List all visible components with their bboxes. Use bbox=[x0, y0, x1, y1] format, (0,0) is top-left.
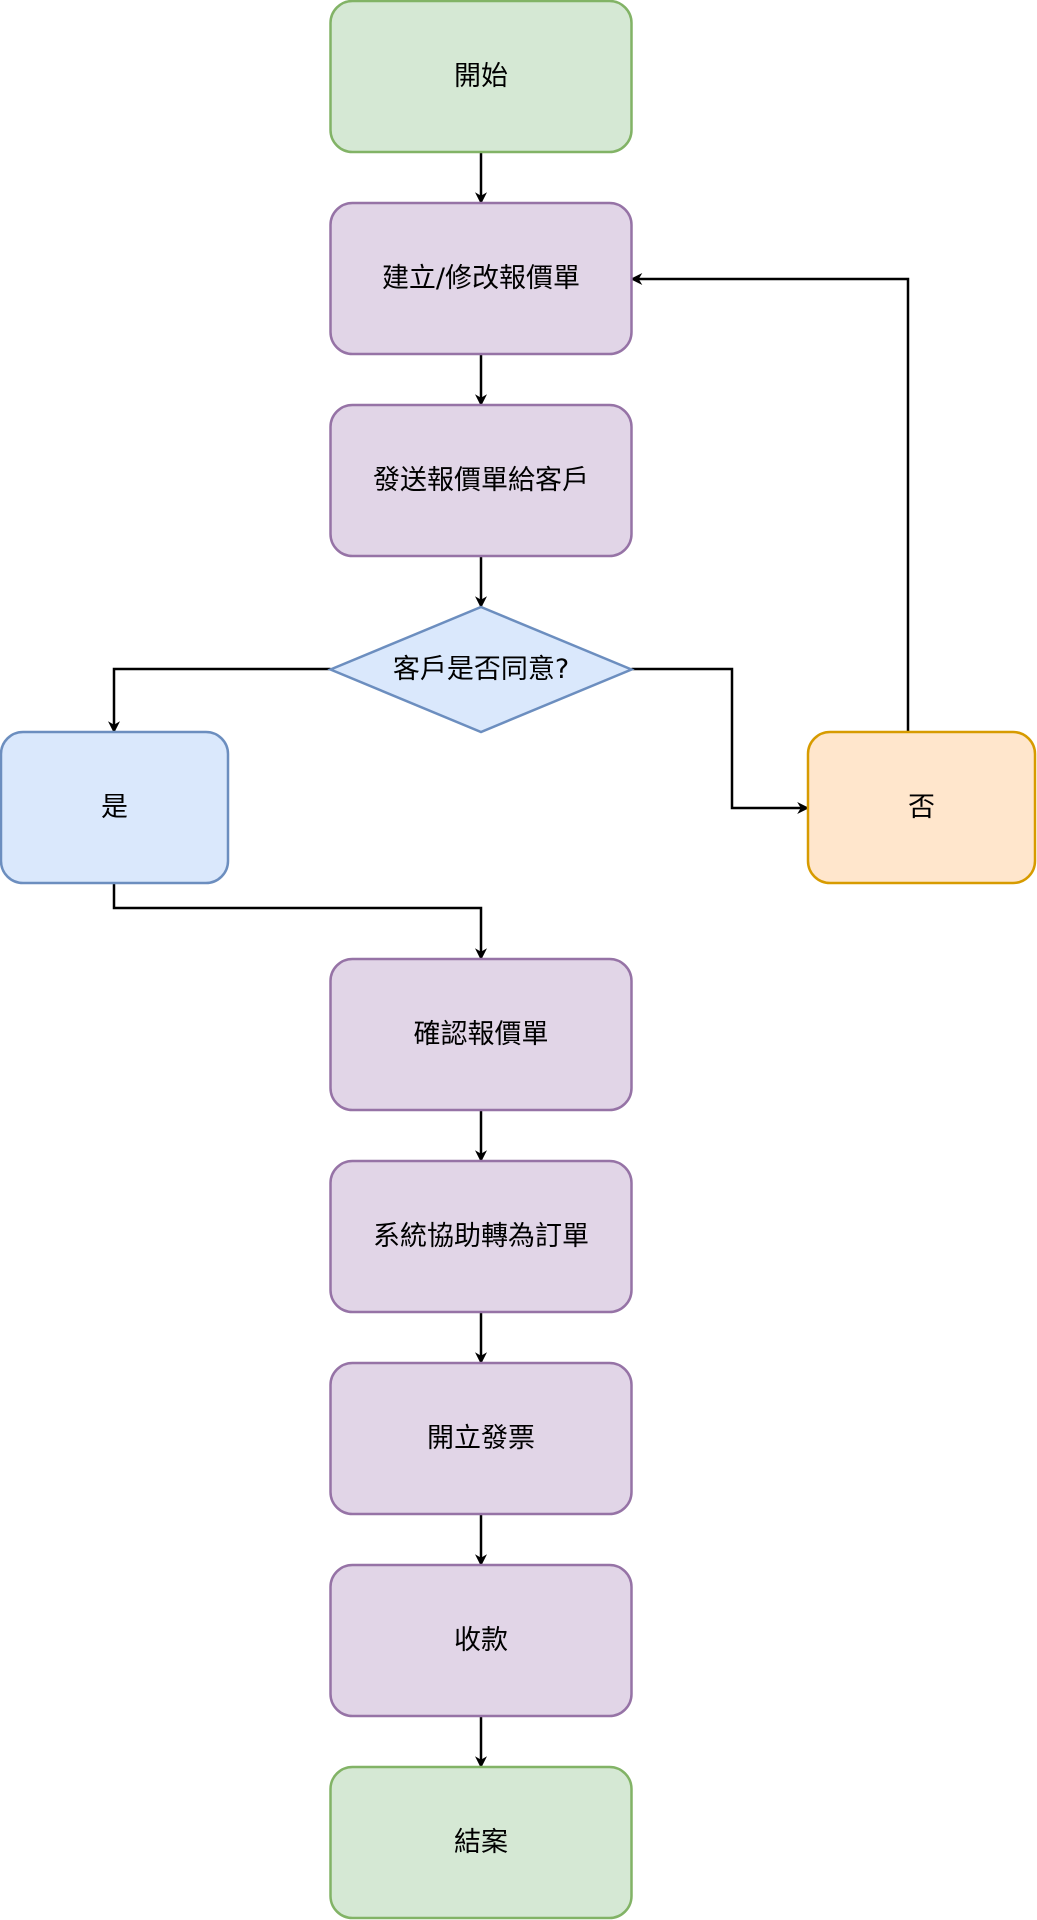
node-start[interactable]: 開始 bbox=[329, 0, 633, 154]
node-yes[interactable]: 是 bbox=[0, 730, 230, 885]
node-label: 開立發票 bbox=[427, 1423, 535, 1454]
terminal-box bbox=[329, 0, 633, 154]
process-box bbox=[329, 1361, 633, 1516]
node-create[interactable]: 建立/修改報價單 bbox=[329, 201, 633, 356]
decision-diamond bbox=[327, 605, 635, 734]
terminal-box bbox=[329, 1765, 633, 1920]
node-label: 否 bbox=[908, 792, 935, 823]
node-convert[interactable]: 系統協助轉為訂單 bbox=[329, 1159, 633, 1314]
edge-no-to-create bbox=[630, 273, 910, 732]
node-label: 結案 bbox=[454, 1827, 508, 1858]
node-end[interactable]: 結案 bbox=[329, 1765, 633, 1920]
process-box bbox=[329, 403, 633, 558]
process-box bbox=[806, 730, 1037, 885]
edges bbox=[108, 152, 910, 1769]
node-payment[interactable]: 收款 bbox=[329, 1563, 633, 1718]
node-label: 是 bbox=[101, 792, 128, 823]
node-label: 建立/修改報價單 bbox=[382, 263, 580, 294]
node-decision[interactable]: 客戶是否同意? bbox=[327, 605, 635, 734]
process-box bbox=[329, 1563, 633, 1718]
node-label: 開始 bbox=[454, 61, 508, 92]
node-label: 系統協助轉為訂單 bbox=[373, 1221, 589, 1252]
node-label: 收款 bbox=[454, 1625, 508, 1656]
node-send[interactable]: 發送報價單給客戶 bbox=[329, 403, 633, 558]
edge-decision-to-no bbox=[631, 667, 810, 814]
node-label: 客戶是否同意? bbox=[393, 654, 569, 685]
node-invoice[interactable]: 開立發票 bbox=[329, 1361, 633, 1516]
node-confirm[interactable]: 確認報價單 bbox=[329, 957, 633, 1112]
edge-decision-to-yes bbox=[108, 667, 331, 734]
process-box bbox=[329, 201, 633, 356]
process-box bbox=[329, 957, 633, 1112]
process-box bbox=[0, 730, 230, 885]
process-box bbox=[329, 1159, 633, 1314]
node-label: 發送報價單給客戶 bbox=[373, 465, 589, 496]
node-no[interactable]: 否 bbox=[806, 730, 1037, 885]
edge-yes-to-confirm bbox=[112, 883, 487, 961]
node-label: 確認報價單 bbox=[414, 1019, 549, 1050]
